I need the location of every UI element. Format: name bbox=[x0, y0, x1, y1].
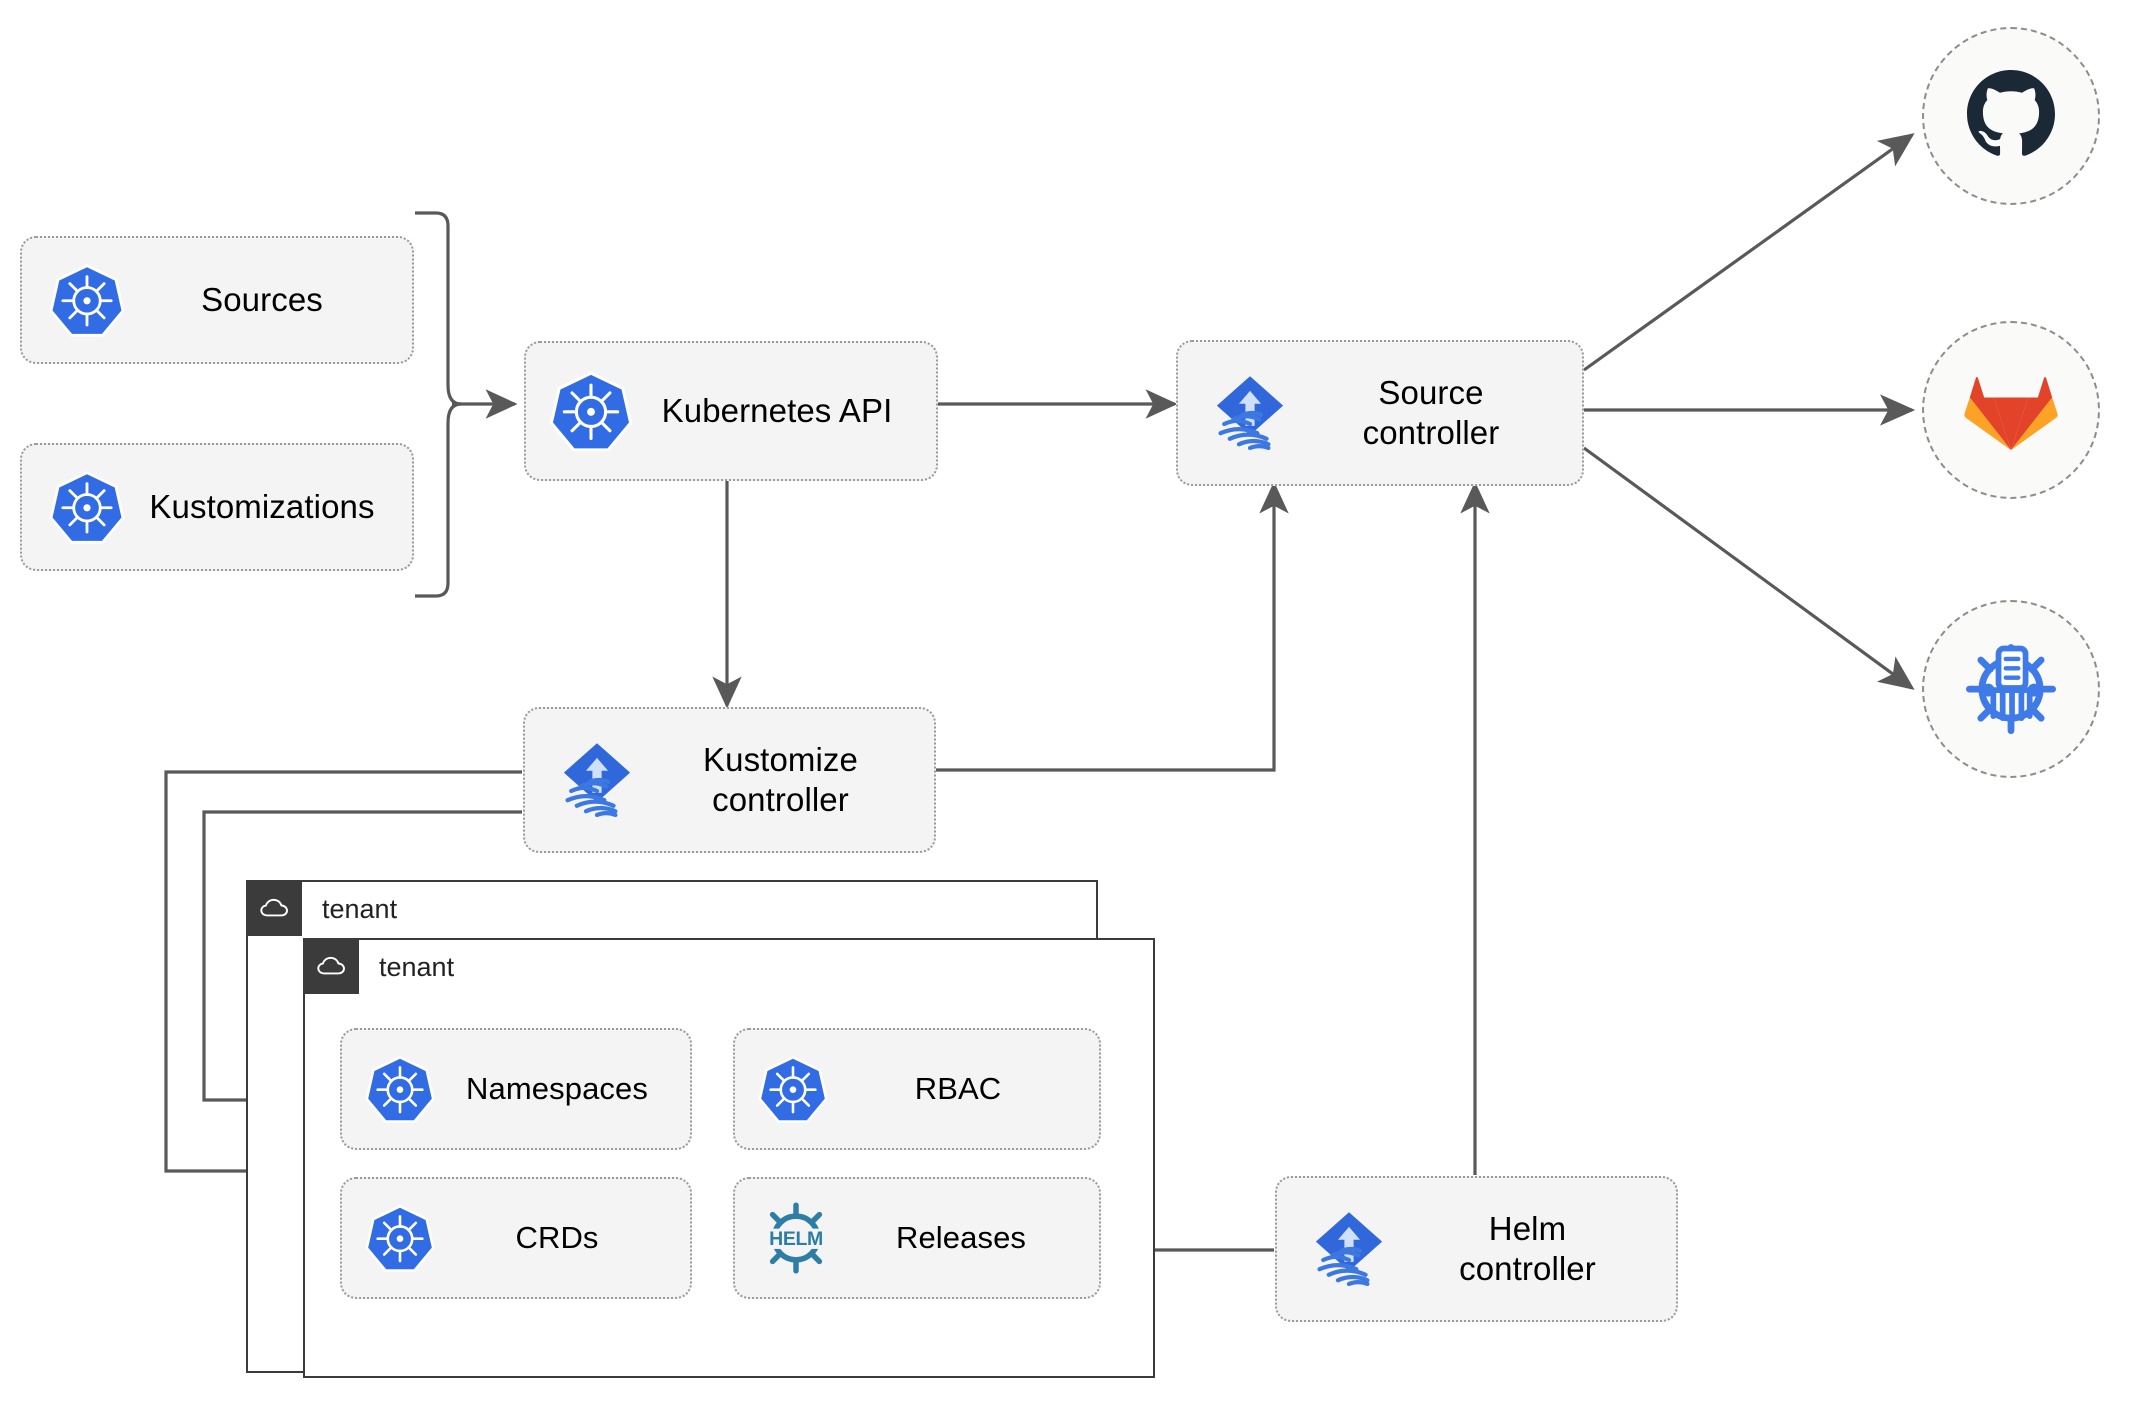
wire-kustomize-to-source-controller bbox=[936, 481, 1289, 772]
tenant-label-inner: tenant bbox=[359, 940, 479, 994]
tenant-label-outer: tenant bbox=[302, 882, 422, 936]
node-source-controller[interactable]: Source controller bbox=[1176, 340, 1584, 486]
node-label: Kustomize controller bbox=[703, 740, 858, 818]
cloud-icon bbox=[248, 882, 302, 936]
github-icon bbox=[1961, 64, 2061, 169]
kubernetes-icon bbox=[48, 261, 126, 339]
wire-source-to-github bbox=[1583, 133, 1915, 372]
tenant-tab-inner: tenant bbox=[305, 940, 479, 994]
kubernetes-icon bbox=[757, 1053, 829, 1125]
node-kustomize-controller[interactable]: Kustomize controller bbox=[523, 707, 936, 853]
wire-sources-bracket bbox=[415, 211, 462, 598]
kubernetes-icon bbox=[548, 368, 634, 454]
node-label: Kubernetes API bbox=[661, 391, 893, 429]
svg-text:HELM: HELM bbox=[769, 1228, 823, 1250]
flux-icon bbox=[1204, 367, 1296, 459]
kubernetes-icon bbox=[364, 1202, 436, 1274]
tenant-tab-outer: tenant bbox=[248, 882, 422, 936]
node-kustomizations[interactable]: Kustomizations bbox=[20, 443, 414, 571]
flux-icon bbox=[551, 734, 643, 826]
node-rbac[interactable]: RBAC bbox=[733, 1028, 1101, 1150]
node-sources[interactable]: Sources bbox=[20, 236, 414, 364]
wire-source-to-helm-repository bbox=[1583, 446, 1915, 690]
kubernetes-icon bbox=[364, 1053, 436, 1125]
kubernetes-icon bbox=[48, 468, 126, 546]
node-helm-controller[interactable]: Helm controller bbox=[1275, 1176, 1678, 1322]
node-label: RBAC bbox=[914, 1071, 1002, 1107]
node-label: Helm controller bbox=[1459, 1209, 1596, 1287]
node-label: Namespaces bbox=[466, 1071, 648, 1107]
node-label: Releases bbox=[895, 1220, 1027, 1256]
tenant-container-inner[interactable]: tenant bbox=[303, 938, 1155, 1378]
node-label: Source controller bbox=[1362, 373, 1500, 451]
node-label: Kustomizations bbox=[149, 487, 375, 525]
cloud-icon bbox=[305, 940, 359, 994]
helm-repository-icon bbox=[1959, 635, 2063, 744]
node-label: Sources bbox=[201, 280, 323, 318]
node-crds[interactable]: CRDs bbox=[340, 1177, 692, 1299]
provider-github[interactable] bbox=[1922, 27, 2100, 205]
gitlab-icon bbox=[1963, 362, 2059, 459]
provider-helm-repository[interactable] bbox=[1922, 600, 2100, 778]
node-label: CRDs bbox=[515, 1220, 599, 1256]
provider-gitlab[interactable] bbox=[1922, 321, 2100, 499]
node-kubernetes-api[interactable]: Kubernetes API bbox=[524, 341, 938, 481]
node-releases[interactable]: HELM Releases bbox=[733, 1177, 1101, 1299]
helm-icon: HELM bbox=[757, 1199, 835, 1277]
node-namespaces[interactable]: Namespaces bbox=[340, 1028, 692, 1150]
flux-icon bbox=[1303, 1203, 1395, 1295]
